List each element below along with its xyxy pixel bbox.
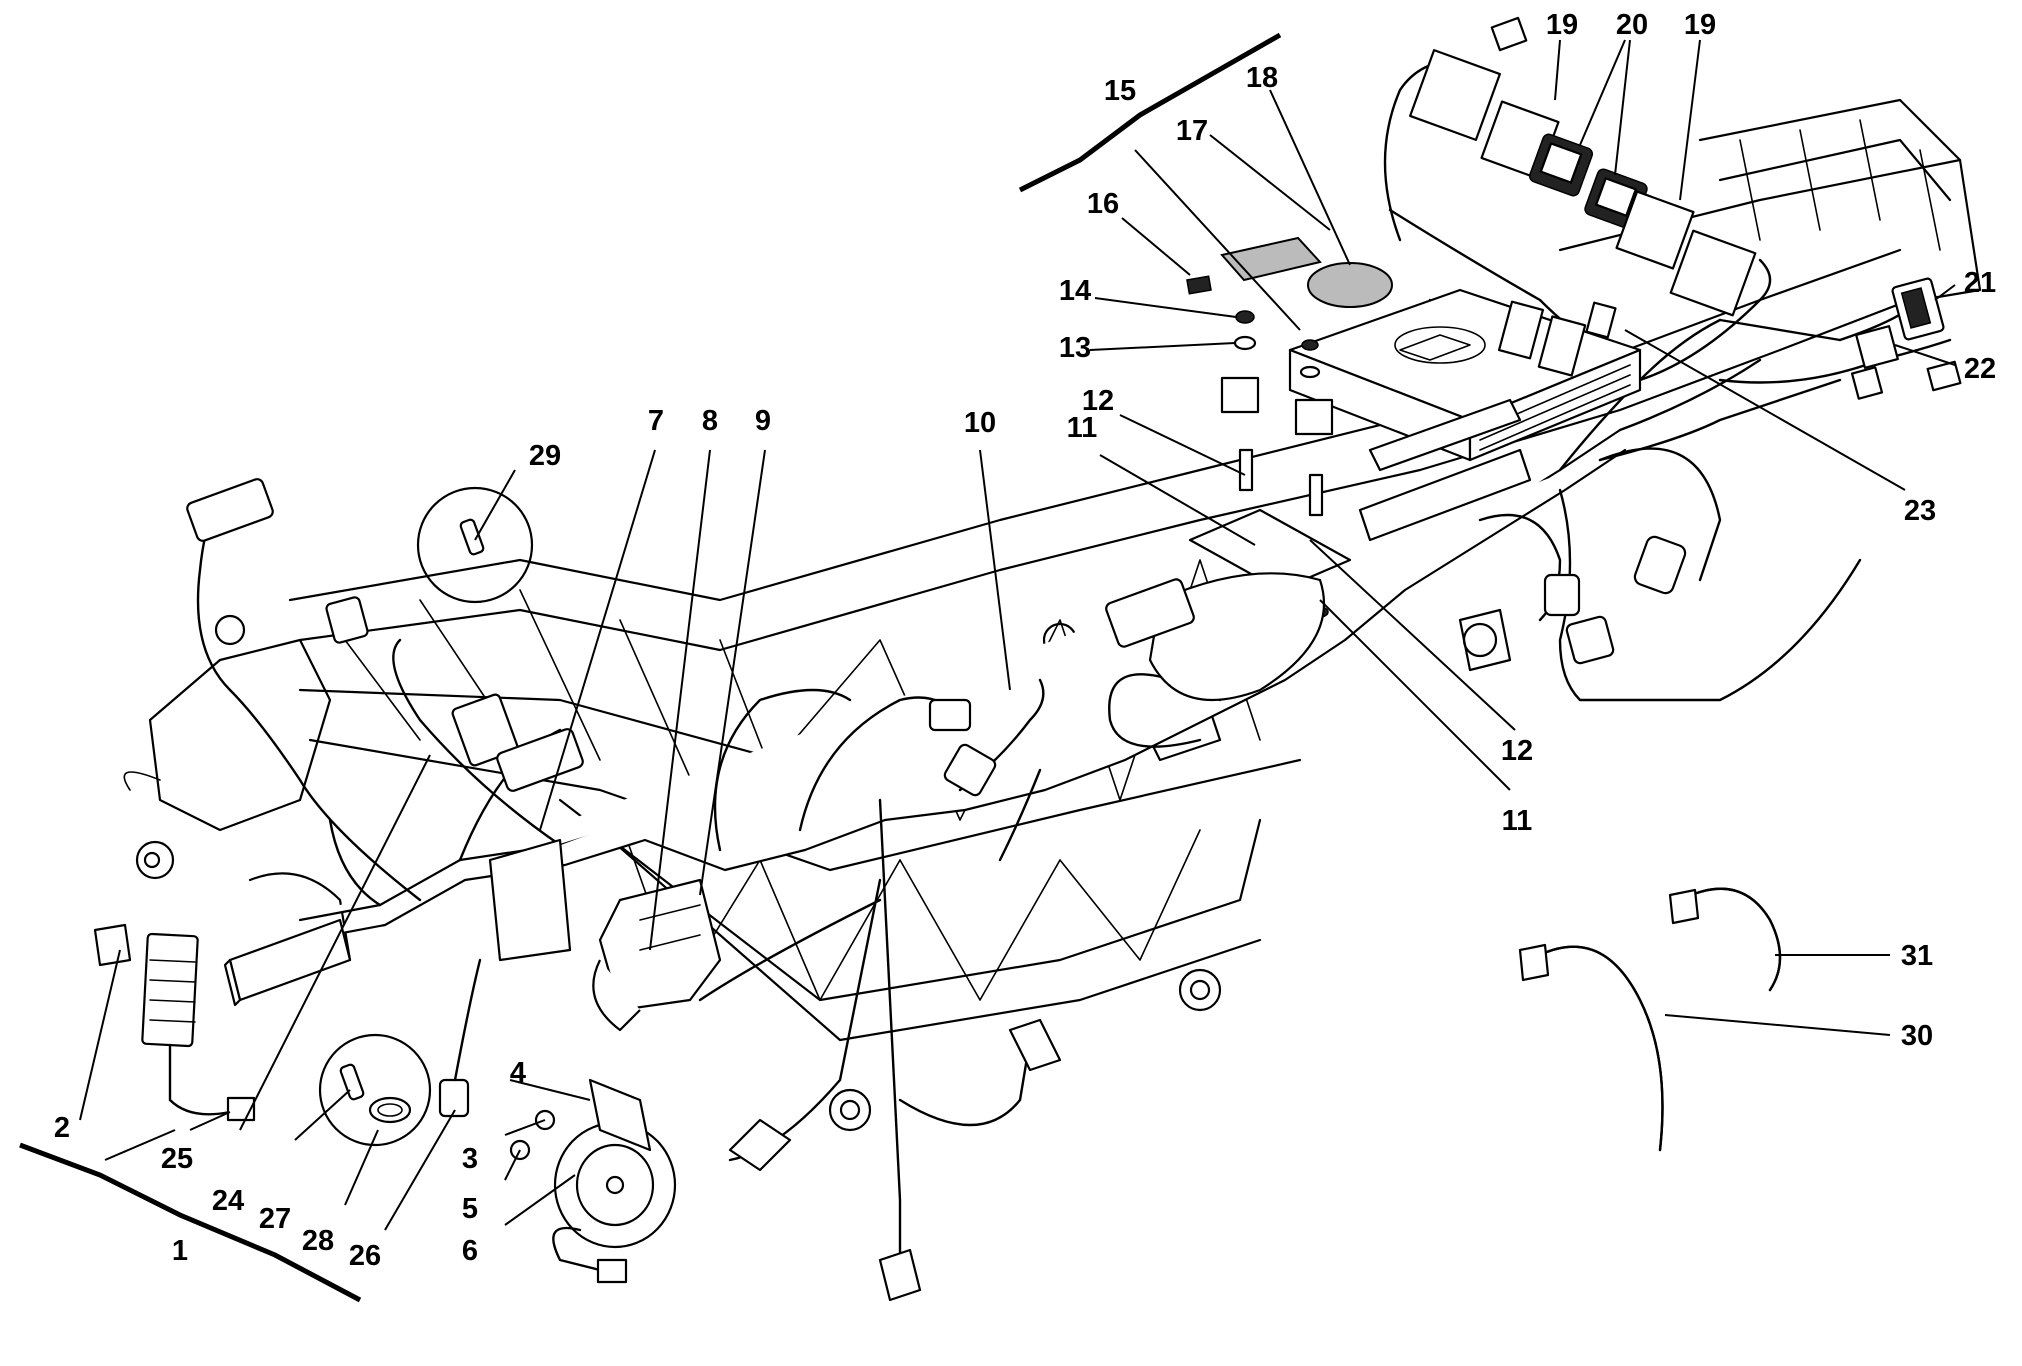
label-sheet-17 <box>1220 236 1322 282</box>
bracket-7 <box>488 838 572 962</box>
callout-20: 20 <box>1616 9 1648 41</box>
connector-22 <box>1855 325 1899 369</box>
fuse-box-23 <box>1497 300 1545 360</box>
callout-12-top: 12 <box>1082 385 1114 417</box>
callout-3: 3 <box>462 1143 478 1175</box>
horn-bracket-4 <box>588 1078 652 1152</box>
callout-2: 2 <box>54 1112 70 1144</box>
callout-16: 16 <box>1087 188 1119 220</box>
detail-circle-27-28 <box>318 1033 432 1147</box>
callout-8: 8 <box>702 405 718 437</box>
callout-18: 18 <box>1246 62 1278 94</box>
grommet-14 <box>1235 310 1255 324</box>
callout-labels: 1 2 3 4 5 6 7 8 9 10 11 11 12 12 13 14 1… <box>54 9 1996 1272</box>
callout-9: 9 <box>755 405 771 437</box>
callout-1: 1 <box>172 1235 188 1267</box>
washer-13 <box>1233 335 1257 351</box>
callout-10: 10 <box>964 407 996 439</box>
clamp-30 <box>1528 945 1664 1152</box>
callout-14: 14 <box>1059 275 1091 307</box>
callout-13: 13 <box>1059 332 1091 364</box>
callout-19-left: 19 <box>1546 9 1578 41</box>
components <box>93 16 1962 1302</box>
callout-22: 22 <box>1964 353 1996 385</box>
callout-23: 23 <box>1904 495 1936 527</box>
callout-21: 21 <box>1964 267 1996 299</box>
callout-11-bottom: 11 <box>1502 805 1533 837</box>
callout-26: 26 <box>349 1240 381 1272</box>
callout-15: 15 <box>1104 75 1136 107</box>
callout-4: 4 <box>510 1057 526 1089</box>
callout-29: 29 <box>529 440 561 472</box>
leader-lines <box>79 39 1956 1231</box>
callout-24: 24 <box>212 1185 244 1217</box>
label-disc-18 <box>1307 262 1393 308</box>
callout-12-bottom: 12 <box>1501 735 1533 767</box>
group-bracket-15 <box>1018 32 1282 193</box>
callout-25: 25 <box>161 1143 193 1175</box>
relays-19-20 <box>1409 16 1757 317</box>
callout-6: 6 <box>462 1235 478 1267</box>
callout-17: 17 <box>1176 115 1208 147</box>
callout-19-right: 19 <box>1684 9 1716 41</box>
callout-27: 27 <box>259 1203 291 1235</box>
callout-28: 28 <box>302 1225 334 1257</box>
callout-7: 7 <box>648 405 664 437</box>
callout-30: 30 <box>1901 1020 1933 1052</box>
callout-5: 5 <box>462 1193 478 1225</box>
detail-circle-29 <box>416 486 534 604</box>
chip-16 <box>1186 275 1212 295</box>
connector-2 <box>93 923 132 967</box>
callout-31: 31 <box>1901 940 1933 972</box>
group-bracket-1 <box>19 1142 362 1303</box>
mount-bracket-12 <box>1220 376 1260 414</box>
callout-11-top: 11 <box>1067 412 1098 444</box>
